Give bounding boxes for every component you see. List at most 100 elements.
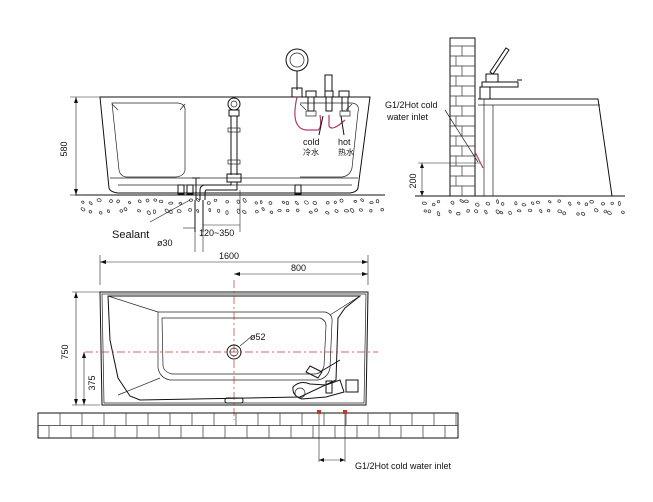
gravel-mark [380, 208, 384, 212]
gravel-mark [236, 199, 240, 204]
gravel-mark [466, 209, 470, 213]
wall-supply-pipe [474, 151, 484, 169]
gravel-mark [508, 210, 512, 215]
gravel-mark [225, 210, 229, 215]
gravel-mark [521, 203, 527, 207]
gravel-mark [474, 209, 479, 214]
gravel-mark [88, 210, 93, 214]
hot-label: hot [338, 137, 351, 147]
length-1600-label: 1600 [219, 251, 239, 261]
gravel-mark [123, 207, 128, 212]
plan-drain: ø52 [226, 332, 266, 360]
gravel-mark [339, 198, 344, 203]
tub-end-profile [478, 98, 613, 197]
gravel-mark [106, 209, 110, 214]
gravel-mark [268, 201, 273, 205]
drain-dimensions: ø30 120~350 [157, 190, 241, 252]
gravel-mark [81, 200, 85, 204]
gravel-mark [99, 211, 103, 215]
drain-diameter-52-label: ø52 [250, 332, 266, 342]
gravel-mark [432, 202, 436, 207]
tub-inner-left [111, 102, 186, 178]
gravel-mark [255, 209, 259, 214]
tub-plan-outer [99, 291, 369, 406]
gravel-mark [168, 201, 174, 205]
gravel-mark [484, 209, 488, 215]
gravel-mark [369, 209, 373, 213]
gravel-mark [196, 198, 200, 202]
gravel-mark [514, 201, 518, 206]
gravel-mark [427, 209, 432, 214]
gravel-mark [128, 201, 132, 205]
gravel-mark [145, 198, 150, 203]
gravel-mark [557, 209, 563, 214]
tub-inner-right [300, 102, 359, 178]
gravel-mark [269, 210, 274, 214]
gravel-mark [225, 200, 229, 204]
gravel-mark [539, 209, 543, 214]
gravel-mark [496, 199, 499, 204]
gravel-mark [281, 200, 285, 204]
gravel-mark [546, 209, 551, 213]
gravel-mark [436, 200, 441, 204]
gravel-mark [464, 199, 469, 204]
tub-plan-basin [107, 295, 362, 401]
gravel-mark [116, 199, 120, 204]
brick-wall [449, 37, 476, 197]
gravel-mark [178, 202, 183, 205]
gravel-mark [158, 199, 164, 203]
inlet-label-wall-1: G1/2Hot cold [385, 100, 438, 110]
gravel-mark [261, 207, 265, 211]
gravel-mark [242, 197, 247, 203]
overflow-drain-assembly [192, 97, 242, 232]
gravel-mark [562, 211, 567, 216]
dimension-375: 375 [82, 352, 97, 405]
gravel-mark [325, 201, 330, 205]
gravel-mark [295, 208, 300, 213]
gravel-mark [577, 201, 581, 205]
gravel-mark [499, 211, 504, 215]
gravel-mark [217, 208, 221, 213]
gravel-mark [88, 201, 93, 205]
gravel-mark [213, 198, 218, 202]
gravel-mark [436, 211, 441, 217]
cold-label: cold [303, 137, 320, 147]
gravel-mark [576, 212, 580, 216]
gravel-mark [548, 200, 552, 204]
gravel-mark [618, 201, 621, 206]
cold-label-cn: 冷水 [303, 147, 319, 157]
hand-shower [285, 48, 309, 98]
gravel-mark [369, 201, 374, 204]
gravel-mark [495, 209, 500, 215]
gravel-mark [594, 208, 599, 213]
plan-mixer [292, 359, 359, 400]
plan-supply-inlets: G1/2Hot cold water inlet [317, 410, 452, 471]
half-length-800-label: 800 [291, 263, 306, 273]
gravel-mark [584, 202, 589, 207]
drain-diameter-label: ø30 [157, 238, 173, 248]
gravel-mark [360, 198, 364, 202]
tub-feet [177, 184, 302, 195]
gravel-mark [527, 208, 533, 212]
gravel-mark [96, 198, 102, 203]
gravel-mark [621, 210, 625, 214]
gravel-mark [208, 208, 212, 213]
plan-view: 1600 800 ø52 [37, 251, 459, 471]
gravel-mark [304, 200, 309, 205]
gravel-mark [517, 209, 522, 213]
gravel-mark [152, 209, 156, 214]
half-width-375-label: 375 [87, 375, 97, 390]
gravel-mark [80, 207, 86, 212]
drain-offset-label: 120~350 [199, 228, 234, 238]
gravel-mark [188, 208, 192, 212]
gravel-mark [119, 209, 124, 213]
gravel-mark [485, 201, 491, 206]
gravel-mark [325, 211, 330, 215]
gravel-mark [146, 210, 151, 215]
gravel-mark [568, 201, 572, 206]
gravel-mark [153, 198, 158, 202]
gravel-mark [206, 201, 211, 205]
gravel-mark [314, 208, 318, 213]
gravel-mark [535, 200, 540, 204]
